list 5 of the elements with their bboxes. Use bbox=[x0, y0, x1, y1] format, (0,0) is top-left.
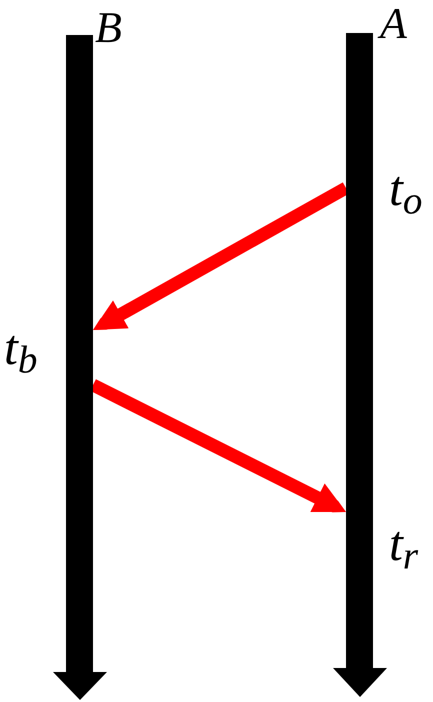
observer-label: A bbox=[380, 2, 407, 46]
observer-label: B bbox=[95, 6, 122, 50]
time-label: t$_{b}$ bbox=[4, 322, 38, 372]
time-label: t$_{r}$ bbox=[389, 518, 418, 568]
time-label: t$_{o}$ bbox=[389, 163, 422, 213]
